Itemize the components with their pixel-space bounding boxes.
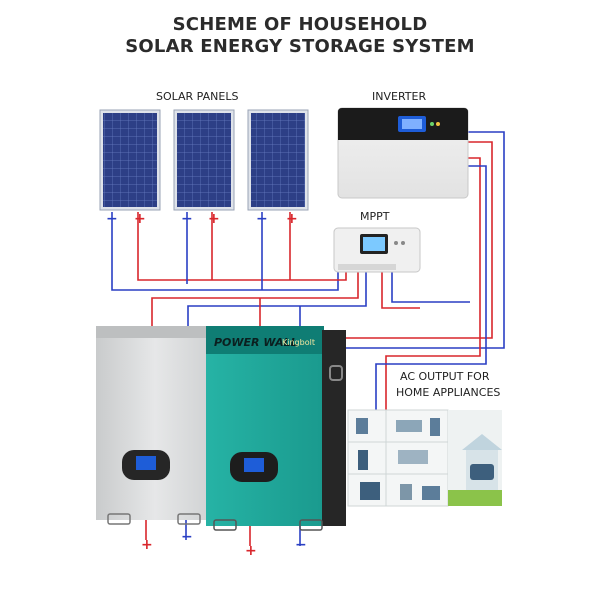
mppt-battery-positive-wire [151, 270, 359, 330]
diagram-title-line1: SCHEME OF HOUSEHOLD [172, 14, 428, 35]
battery-grey [96, 326, 214, 525]
solar-panels-label: SOLAR PANELS [156, 90, 239, 103]
panel1-negative-wire [111, 212, 339, 291]
diagram-title-line2: SOLAR ENERGY STORAGE SYSTEM [125, 36, 475, 57]
solar-panel-1 [99, 109, 161, 211]
inverter-label: INVERTER [372, 90, 427, 103]
panel1-positive-wire [137, 212, 347, 281]
power-wall-label: POWER WALL [214, 336, 298, 349]
ac-output-label-line1: AC OUTPUT FOR [400, 370, 490, 383]
battery1-negative-sign: − [181, 529, 193, 545]
inverter-ac-wire-blue [375, 165, 487, 410]
mppt-controller [333, 227, 421, 273]
battery1-positive-sign: + [141, 537, 153, 553]
mppt-out-negative-wire [391, 270, 470, 303]
inverter-ac-wire-red [385, 157, 481, 410]
inverter-positive-wire [338, 141, 493, 339]
panel1-positive-sign: + [134, 211, 146, 227]
solar-panel-3 [247, 109, 309, 211]
inverter-unit [337, 107, 469, 199]
battery2-negative-sign: − [295, 537, 307, 553]
solar-panel-2 [173, 109, 235, 211]
mppt-label: MPPT [360, 210, 390, 223]
brand-logo: Kingbolt [282, 338, 315, 347]
mppt-out-positive-wire [381, 270, 420, 309]
battery-teal [206, 326, 346, 531]
ac-output-label-line2: HOME APPLIANCES [396, 386, 501, 399]
inverter-negative-wire [338, 131, 505, 349]
mppt-battery-negative-wire [187, 270, 367, 330]
home-appliances-illustration [347, 409, 502, 507]
panel2-negative-sign: − [181, 211, 193, 227]
panel3-negative-sign: − [256, 211, 268, 227]
wires [111, 131, 505, 546]
panel2-positive-sign: + [208, 211, 220, 227]
panel1-negative-sign: − [106, 211, 118, 227]
battery2-positive-sign: + [245, 543, 257, 559]
panel3-positive-sign: + [286, 211, 298, 227]
